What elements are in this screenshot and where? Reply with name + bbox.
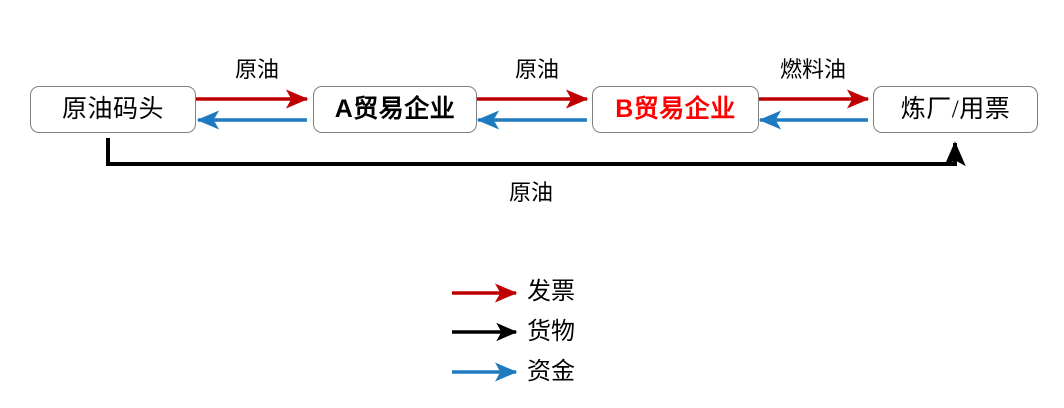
legend-label-funds: 资金 xyxy=(527,359,575,385)
node-trader-a-label: 贸易企业 xyxy=(353,96,456,123)
node-terminal-label: 原油码头 xyxy=(61,96,164,123)
edge-label-crude-1: 原油 xyxy=(234,57,279,82)
legend-label-invoice: 发票 xyxy=(527,279,575,305)
node-trader-b-label: 贸易企业 xyxy=(633,96,736,123)
node-terminal[interactable]: 原油码头 xyxy=(30,86,196,133)
legend-label-goods: 货物 xyxy=(527,319,575,345)
node-trader-a-prefix: A xyxy=(334,95,354,123)
edge-label-fuel-oil: 燃料油 xyxy=(779,57,846,82)
edge-label-crude-bottom: 原油 xyxy=(508,180,553,205)
node-refinery[interactable]: 炼厂/用票 xyxy=(873,86,1038,133)
node-trader-b-prefix: B xyxy=(615,95,634,123)
edge-label-crude-2: 原油 xyxy=(514,57,559,82)
edge-goods-terminal-to-refinery xyxy=(106,138,966,167)
node-refinery-label: 炼厂/用票 xyxy=(900,96,1011,123)
